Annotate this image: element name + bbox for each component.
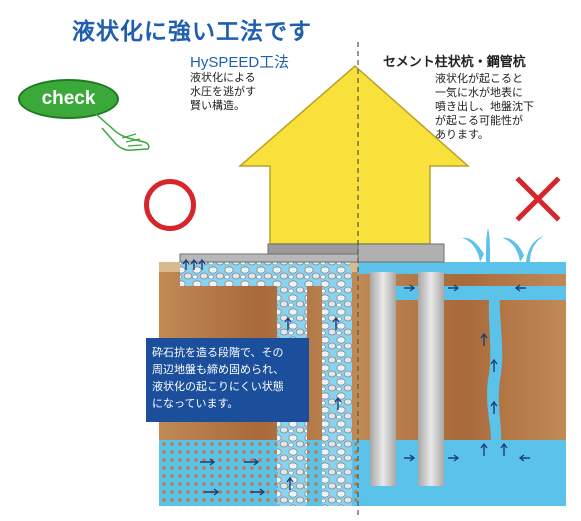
house-illustration <box>179 65 470 263</box>
cement-pile-method-label: セメント柱状杭・鋼管杭 <box>383 55 526 70</box>
hyspeed-description-line: 賢い構造。 <box>190 99 245 112</box>
page-title: 液状化に強い工法です <box>72 19 312 45</box>
cement-pile-description-line: 一気に水が地表に <box>435 86 523 99</box>
hyspeed-description: 液状化による 水圧を逃がす 賢い構造。 <box>190 71 256 113</box>
cement-pile-description-line: 噴き出し、地盤沈下 <box>435 100 534 113</box>
hyspeed-description-line: 液状化による <box>190 71 256 84</box>
right-ground <box>358 228 566 506</box>
bad-mark-icon <box>515 176 561 222</box>
note-box: 砕石抗を造る段階で、その 周辺地盤も締め固められ、 液状化の起こりにくい状態 に… <box>146 338 309 422</box>
note-line: 砕石抗を造る段階で、その <box>152 346 284 359</box>
note-line: になっています。 <box>152 397 239 410</box>
good-mark-icon <box>144 179 196 231</box>
cement-pile-description-line: が起こる可能性が <box>435 114 523 127</box>
pointing-hand-icon <box>95 113 150 151</box>
cement-pile-description-line: 液状化が起こると <box>435 72 523 85</box>
check-button[interactable]: check <box>18 79 119 119</box>
cement-pile-description: 液状化が起こると 一気に水が地表に 噴き出し、地盤沈下 が起こる可能性が ありま… <box>435 72 534 142</box>
hyspeed-description-line: 水圧を逃がす <box>190 85 256 98</box>
note-line: 液状化の起こりにくい状態 <box>152 380 284 393</box>
note-line: 周辺地盤も締め固められ、 <box>152 363 285 376</box>
cement-pile-description-line: あります。 <box>435 128 489 141</box>
hyspeed-method-label: HySPEED工法 <box>190 54 290 71</box>
right-flow-arrows <box>404 284 530 462</box>
